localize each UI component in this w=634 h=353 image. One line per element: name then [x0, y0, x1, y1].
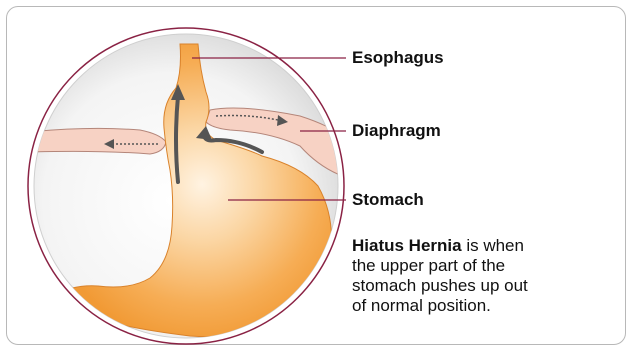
caption-line-3: stomach pushes up out: [352, 276, 612, 296]
label-diaphragm: Diaphragm: [352, 121, 441, 141]
label-esophagus: Esophagus: [352, 48, 444, 68]
caption-line-4: of normal position.: [352, 296, 612, 316]
label-stomach: Stomach: [352, 190, 424, 210]
upward-arrow: [176, 96, 178, 182]
caption-line-2: the upper part of the: [352, 256, 612, 276]
caption-line-1-rest: is when: [462, 236, 524, 255]
caption-term: Hiatus Hernia: [352, 236, 462, 255]
diaphragm-left: [28, 128, 166, 154]
caption: Hiatus Hernia is when the upper part of …: [352, 236, 612, 316]
caption-line-1: Hiatus Hernia is when: [352, 236, 612, 256]
